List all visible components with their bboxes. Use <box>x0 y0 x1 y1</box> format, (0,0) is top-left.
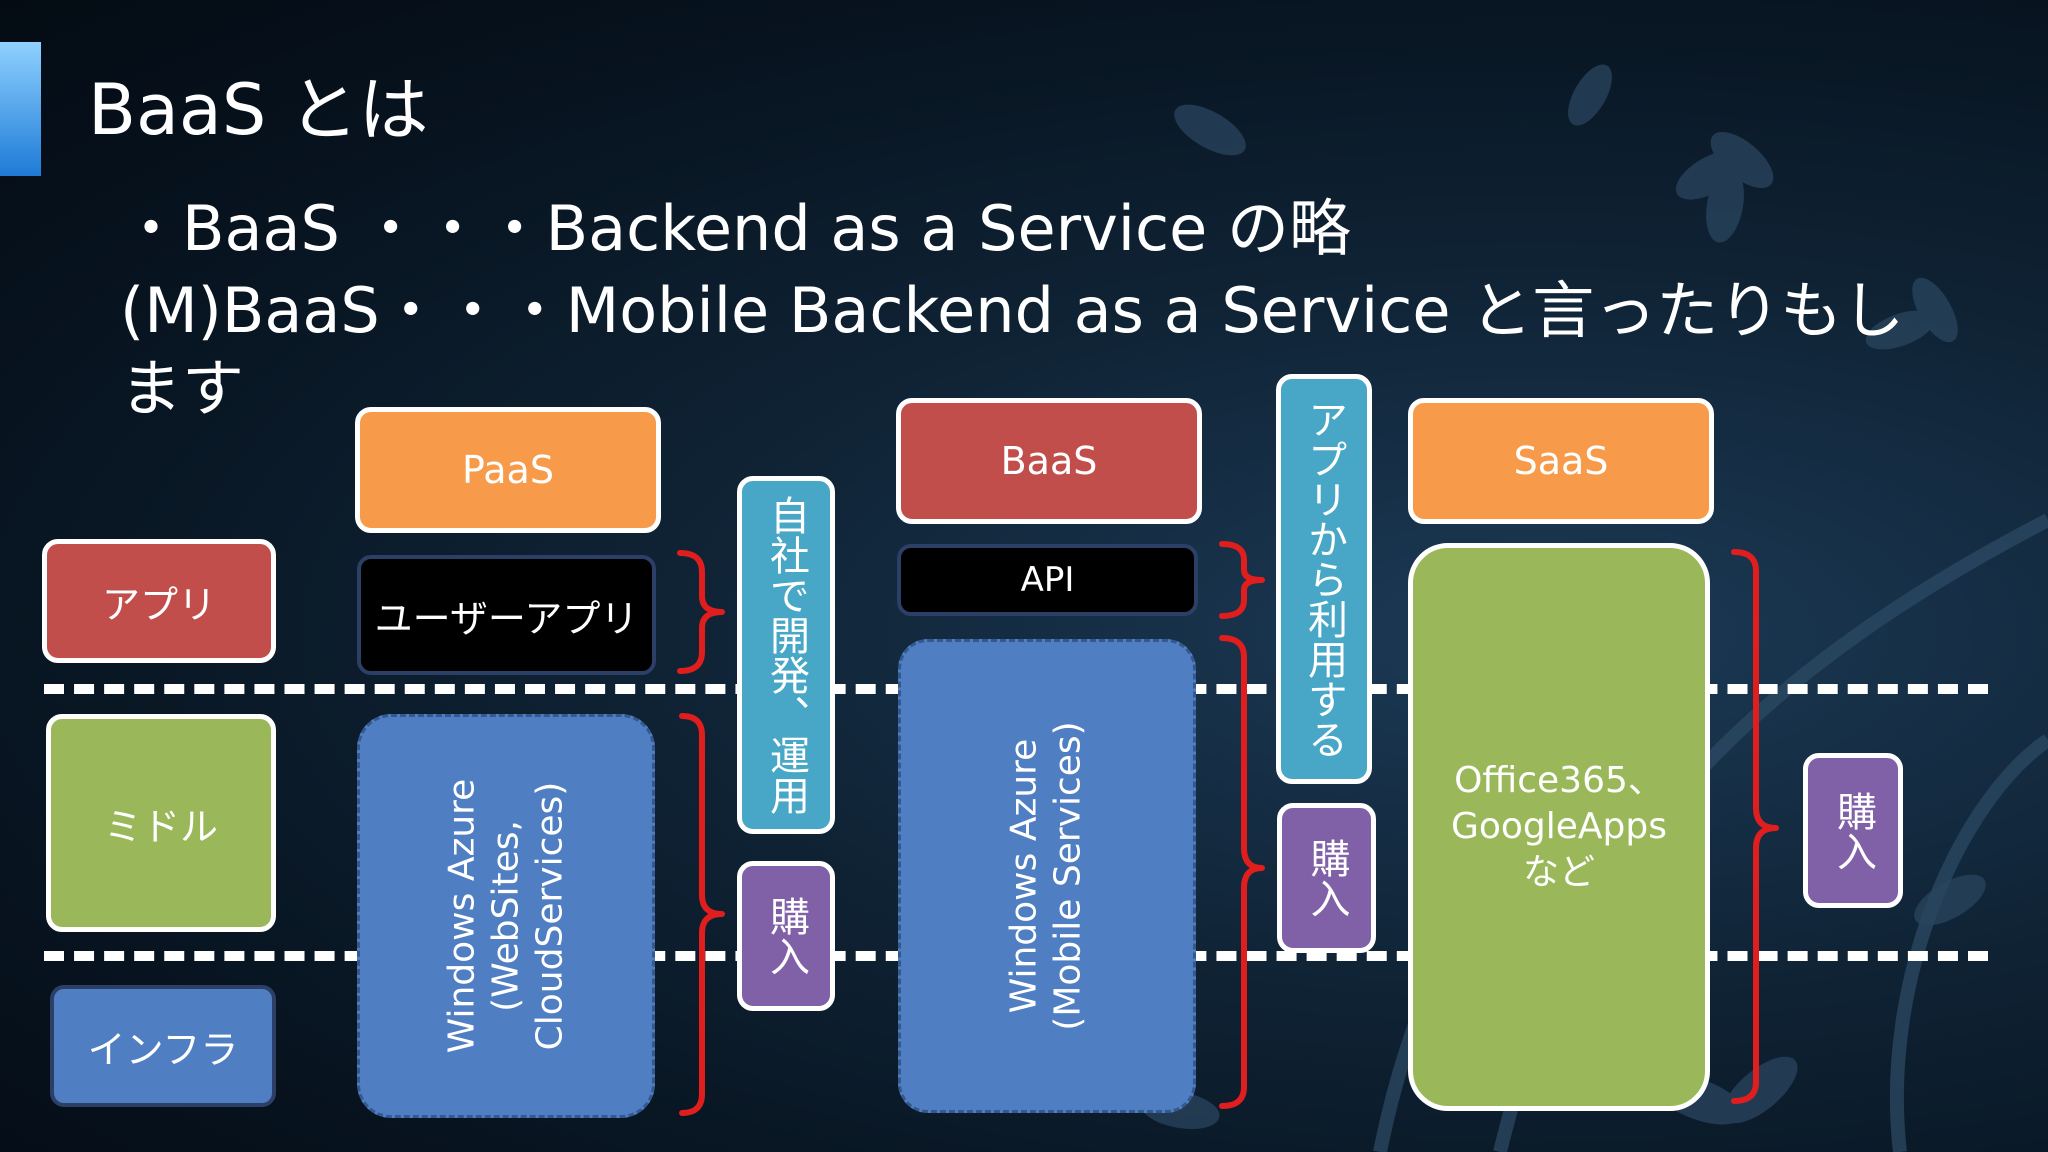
paas-user-app: ユーザーアプリ <box>357 555 656 675</box>
layer-infra: インフラ <box>50 985 276 1107</box>
layer-app: アプリ <box>42 539 276 663</box>
baas-api-label: API <box>1020 560 1075 600</box>
baas-azure-box: Windows Azure (Mobile Services) <box>898 639 1196 1113</box>
saas-header-label: SaaS <box>1513 439 1609 483</box>
title-accent-bar <box>0 42 41 176</box>
paas-header-label: PaaS <box>462 448 554 492</box>
saas-header: SaaS <box>1408 398 1714 524</box>
paas-azure-label: Windows Azure (WebSites, CloudServices) <box>440 778 570 1054</box>
baas-use-from-app-label: アプリから利用する <box>1301 399 1347 759</box>
baas-purchase: 購入 <box>1277 803 1376 953</box>
baas-header-label: BaaS <box>1000 439 1098 483</box>
baas-use-from-app: アプリから利用する <box>1276 374 1372 784</box>
paas-dev-operate-label: 自社で開発、運用 <box>763 495 809 815</box>
saas-apps-label: Office365、 GoogleApps など <box>1450 760 1668 893</box>
bullet-mbaas-definition: (M)BaaS・・・Mobile Backend as a Service と言… <box>120 274 1905 425</box>
layer-infra-label: インフラ <box>87 1027 239 1072</box>
baas-header: BaaS <box>896 398 1202 524</box>
paas-user-app-label: ユーザーアプリ <box>374 596 639 641</box>
saas-purchase: 購入 <box>1803 753 1903 908</box>
saas-apps-box: Office365、 GoogleApps など <box>1408 543 1710 1111</box>
paas-header: PaaS <box>355 407 661 533</box>
paas-dev-operate: 自社で開発、運用 <box>737 476 835 834</box>
paas-purchase: 購入 <box>737 861 835 1011</box>
slide-title: BaaS とは <box>88 69 429 151</box>
layer-app-label: アプリ <box>101 582 216 627</box>
paas-purchase-label: 購入 <box>763 896 809 976</box>
baas-api: API <box>897 544 1198 616</box>
layer-middle-label: ミドル <box>103 804 218 849</box>
baas-azure-label: Windows Azure (Mobile Services) <box>1004 721 1089 1031</box>
layer-middle: ミドル <box>46 714 276 932</box>
baas-purchase-label: 購入 <box>1303 838 1350 918</box>
bullet-baas-definition: ・BaaS ・・・Backend as a Service の略 <box>120 192 1351 265</box>
paas-azure-box: Windows Azure (WebSites, CloudServices) <box>357 714 655 1118</box>
saas-purchase-label: 購入 <box>1830 790 1876 871</box>
